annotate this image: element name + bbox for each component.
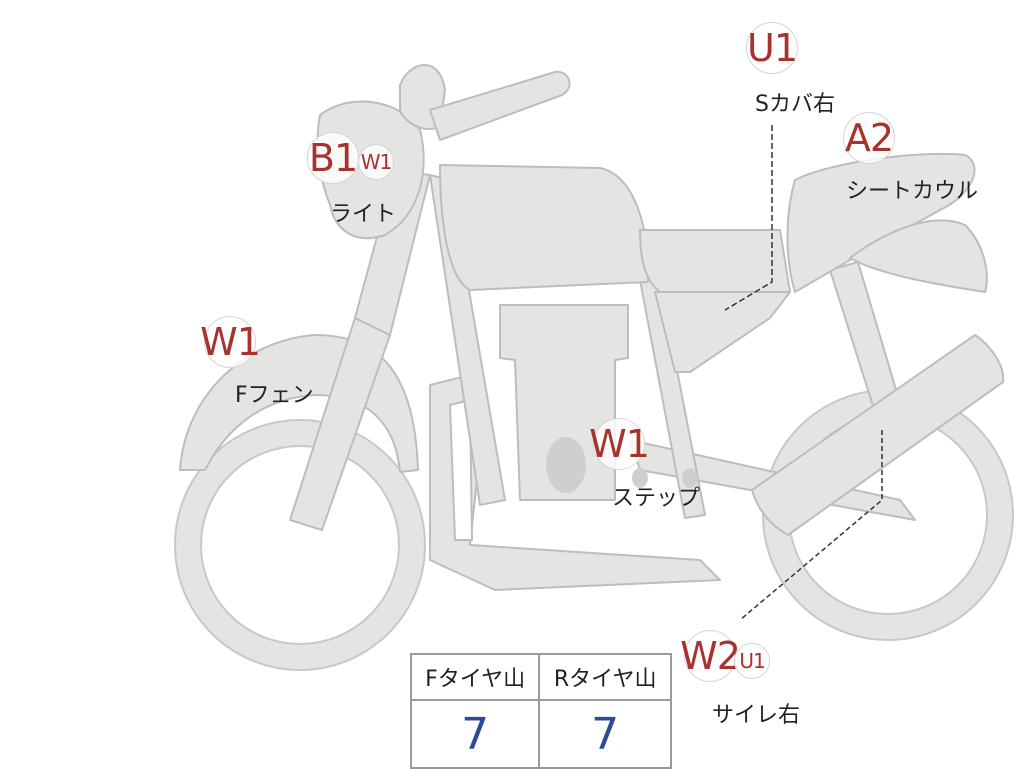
damage-code-step: W1 [589,418,650,470]
fuel-tank [439,164,650,291]
part-label-light: ライト [330,202,397,227]
muffler [751,334,1005,536]
leader-line-side-cover [724,125,773,311]
front-wheel [175,420,425,670]
part-label-front-fender: Fフェン [235,383,314,408]
rear-tire-tread-header: Rタイヤ山 [538,653,672,701]
damage-code-seat-cowl: A2 [843,112,895,164]
front-tire-tread-value: 7 [409,699,541,769]
damage-code-front-fender: W1 [200,316,261,368]
side-cover [654,291,791,373]
part-label-silencer-right: サイレ右 [712,703,801,728]
damage-code-light-1: B1 [307,132,359,184]
rear-tire-tread-value: 7 [538,699,672,769]
damage-code-silencer-right-2: U1 [734,643,770,679]
tire-tread-table: Fタイヤ山 Rタイヤ山 7 7 [409,653,672,769]
damage-code-silencer-right-1: W2 [680,630,741,682]
part-label-side-cover-right: Sカバ右 [755,92,835,117]
damage-code-side-cover-right: U1 [746,22,798,74]
leader-line-silencer [739,430,883,621]
part-label-step: ステップ [612,486,701,511]
seat [639,229,791,293]
damage-code-light-2: W1 [358,144,394,180]
part-label-seat-cowl: シートカウル [846,179,979,204]
front-tire-tread-header: Fタイヤ山 [409,653,541,701]
